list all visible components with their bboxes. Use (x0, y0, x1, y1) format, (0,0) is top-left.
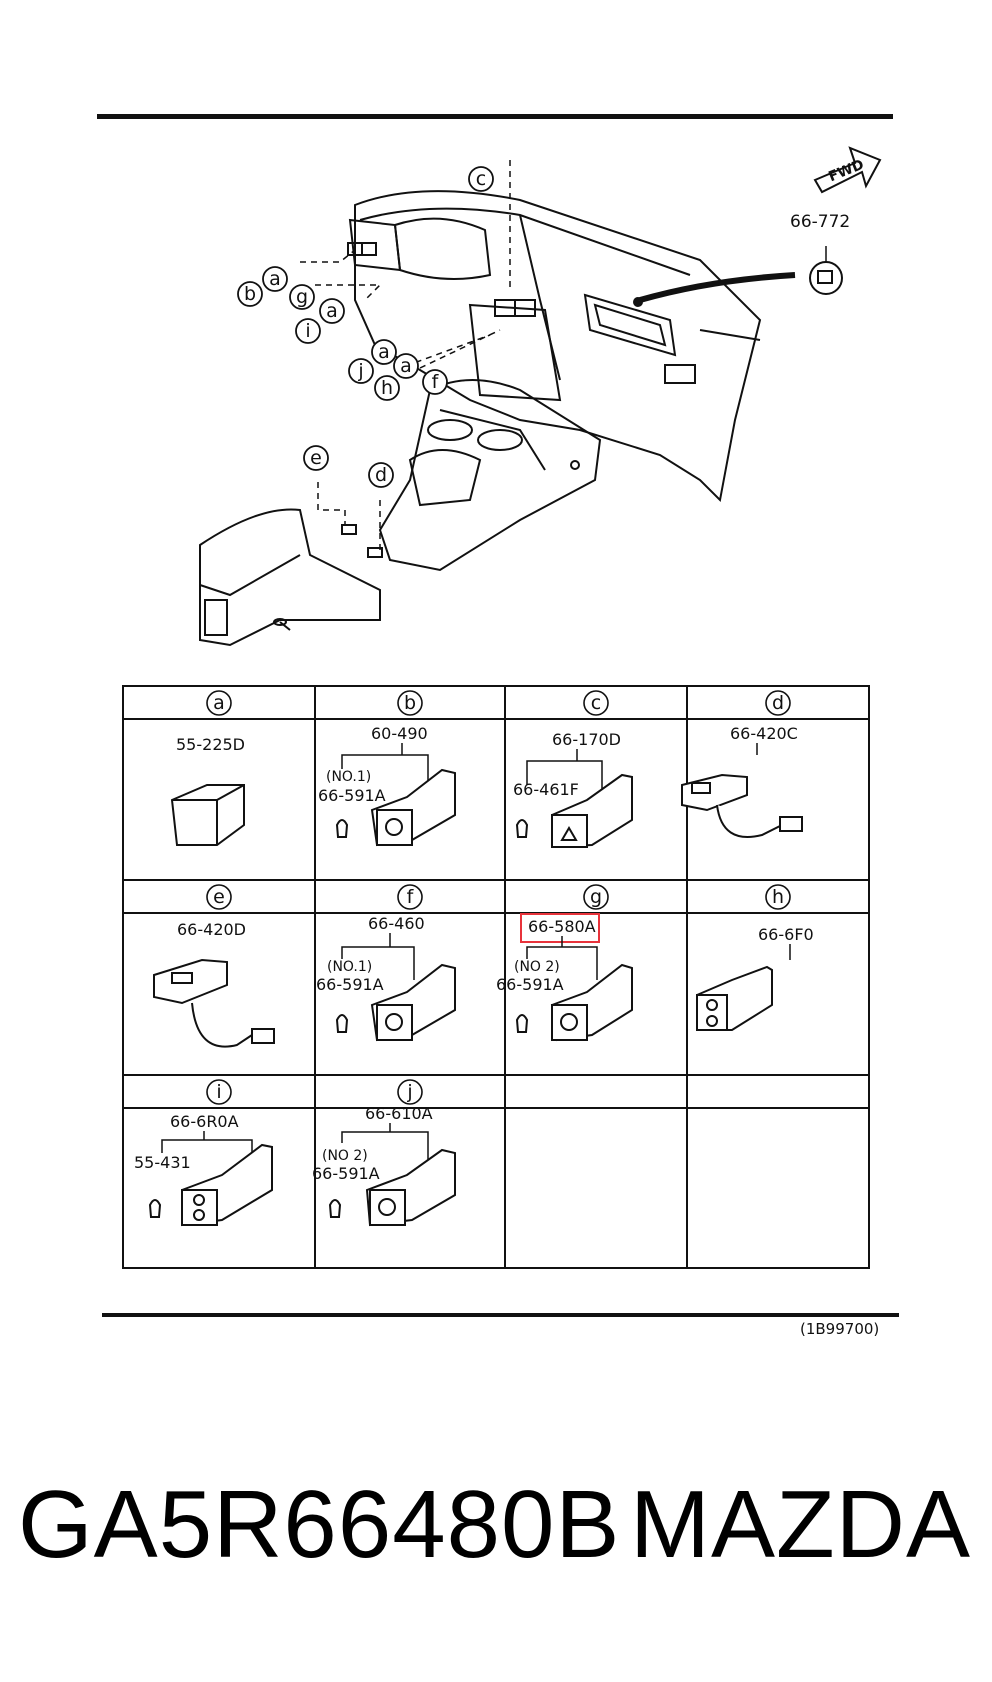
switch-c-illustration (515, 773, 633, 849)
overview-callouts: c a b g a i a j h a f e d (237, 166, 494, 488)
cell-i-main: 66-6R0A (170, 1112, 239, 1131)
cell-b-main: 60-490 (371, 724, 428, 743)
cell-f-note: (NO.1) (327, 959, 372, 975)
cell-g-note: (NO 2) (514, 959, 560, 975)
cell-a-letter: a (213, 692, 225, 714)
cell-f-main: 66-460 (368, 914, 425, 933)
switch-f-illustration (335, 963, 456, 1042)
cell-b-note: (NO.1) (326, 769, 371, 785)
cell-d-letter: d (772, 692, 784, 714)
cell-g-letter: g (590, 886, 602, 908)
cell-c-main: 66-170D (552, 730, 621, 749)
bottom-rule (102, 1313, 899, 1317)
console-outline (378, 379, 602, 572)
cell-j-sub: 66-591A (312, 1164, 380, 1183)
cell-i-sub: 55-431 (134, 1153, 191, 1172)
callout-a-1: a (269, 268, 281, 290)
cell-e-main: 66-420D (177, 920, 246, 939)
parts-grid-table: a b c d e f g h i j 55-225D 60-490 (NO.1… (122, 685, 870, 1269)
callout-a-4: a (400, 355, 412, 377)
callout-c: c (476, 168, 486, 190)
footer-part-number: GA5R66480B (18, 1471, 621, 1578)
cell-j-letter: j (406, 1081, 412, 1103)
armrest-outline (199, 508, 381, 647)
callout-j: j (357, 360, 363, 382)
cell-f-sub: 66-591A (316, 975, 384, 994)
switch-d-illustration (681, 773, 803, 838)
switch-g-illustration (515, 963, 633, 1042)
switch-b-illustration (335, 768, 456, 847)
cell-c-letter: c (591, 692, 601, 714)
callout-e: e (310, 447, 322, 469)
footer-brand: MAZDA (630, 1471, 971, 1578)
callout-f: f (432, 371, 440, 393)
cell-i-letter: i (216, 1081, 221, 1103)
cell-j-note: (NO 2) (322, 1148, 368, 1164)
part-number-66-772: 66-772 (790, 212, 851, 232)
switch-i-illustration (148, 1143, 273, 1227)
dashboard-overview-illustration (199, 146, 882, 647)
dashboard-outline (354, 190, 762, 503)
callout-h: h (381, 377, 393, 399)
cell-e-letter: e (213, 886, 225, 908)
cell-h-letter: h (772, 886, 784, 908)
cell-b-sub: 66-591A (318, 786, 386, 805)
cell-j-main: 66-610A (365, 1104, 433, 1123)
callout-b: b (244, 283, 256, 305)
callout-d: d (375, 464, 387, 486)
switch-e-illustration (153, 958, 275, 1048)
switch-a-illustration (170, 784, 245, 846)
diagram-code: (1B99700) (800, 1320, 880, 1338)
highlight-box (520, 913, 600, 943)
switch-j-illustration (328, 1148, 456, 1227)
cell-g-sub: 66-591A (496, 975, 564, 994)
cell-c-sub: 66-461F (513, 780, 579, 799)
cell-f-letter: f (407, 886, 415, 908)
callout-g: g (296, 286, 308, 308)
callout-i: i (305, 320, 310, 342)
cell-b-letter: b (404, 692, 416, 714)
cell-d-main: 66-420C (730, 724, 798, 743)
part-66-772-illustration (809, 246, 843, 295)
cell-h-main: 66-6F0 (758, 925, 814, 944)
top-rule (97, 114, 893, 119)
callout-a-3: a (378, 341, 390, 363)
cell-a-main: 55-225D (176, 735, 245, 754)
cell-g-main: 66-580A (528, 917, 596, 936)
switch-h-illustration (696, 965, 773, 1031)
callout-a-2: a (326, 300, 338, 322)
fwd-arrow-icon (813, 146, 882, 194)
